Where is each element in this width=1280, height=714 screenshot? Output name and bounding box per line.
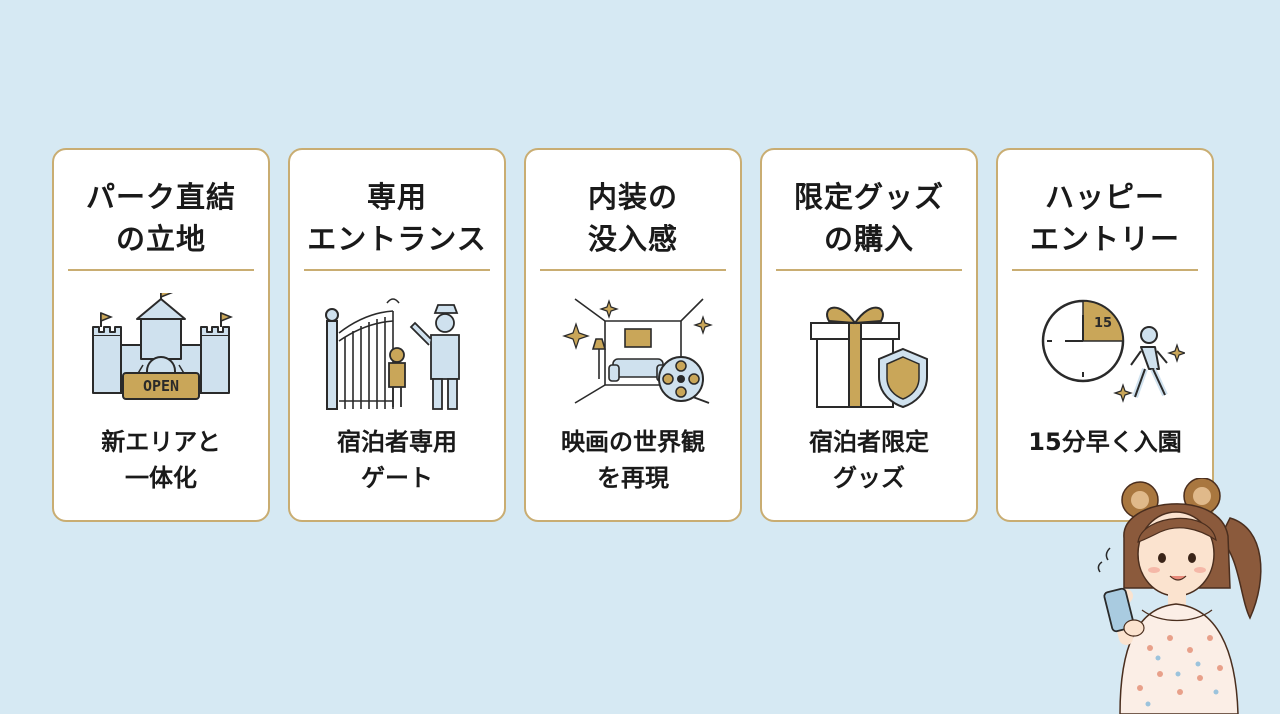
card-description: 15分早く入園 xyxy=(1028,428,1182,456)
card-description: 宿泊者専用 ゲート xyxy=(337,428,457,492)
card-divider xyxy=(540,269,726,271)
gate-staff-icon xyxy=(325,298,460,410)
svg-text:OPEN: OPEN xyxy=(143,377,179,395)
card-divider xyxy=(304,269,490,271)
card-description: 新エリアと 一体化 xyxy=(101,428,221,492)
open-sign: OPEN xyxy=(122,364,200,400)
feature-card-immersive-interior: 内装の 没入感 xyxy=(524,148,742,522)
card-title: 内装の 没入感 xyxy=(587,180,678,256)
card-title: ハッピー エントリー xyxy=(1029,180,1180,256)
svg-text:15: 15 xyxy=(1094,316,1112,331)
movie-room-icon xyxy=(562,298,713,404)
clock-walker-icon: 15 xyxy=(1041,299,1185,403)
feature-card-private-entrance: 専用 エントランス xyxy=(288,148,506,522)
card-divider xyxy=(68,269,254,271)
card-title: 専用 エントランス xyxy=(307,180,487,256)
gift-shield-icon xyxy=(810,306,928,409)
film-reel xyxy=(658,356,710,404)
feature-cards: パーク直結 の立地 xyxy=(52,148,1214,522)
card-title: 限定グッズ の購入 xyxy=(793,180,944,256)
castle-icon: OPEN xyxy=(92,293,234,400)
card-divider xyxy=(1012,269,1198,271)
card-description: 宿泊者限定 グッズ xyxy=(809,428,929,492)
girl-with-phone-illustration xyxy=(1097,478,1262,714)
card-divider xyxy=(776,269,962,271)
feature-card-limited-goods: 限定グッズ の購入 宿泊者限定 グッズ xyxy=(760,148,978,522)
card-description: 映画の世界観 を再現 xyxy=(561,428,705,492)
feature-card-park-access: パーク直結 の立地 xyxy=(52,148,270,522)
card-title: パーク直結 の立地 xyxy=(85,180,236,256)
feature-card-happy-entry: ハッピー エントリー 15 15分早く入 xyxy=(996,148,1214,522)
